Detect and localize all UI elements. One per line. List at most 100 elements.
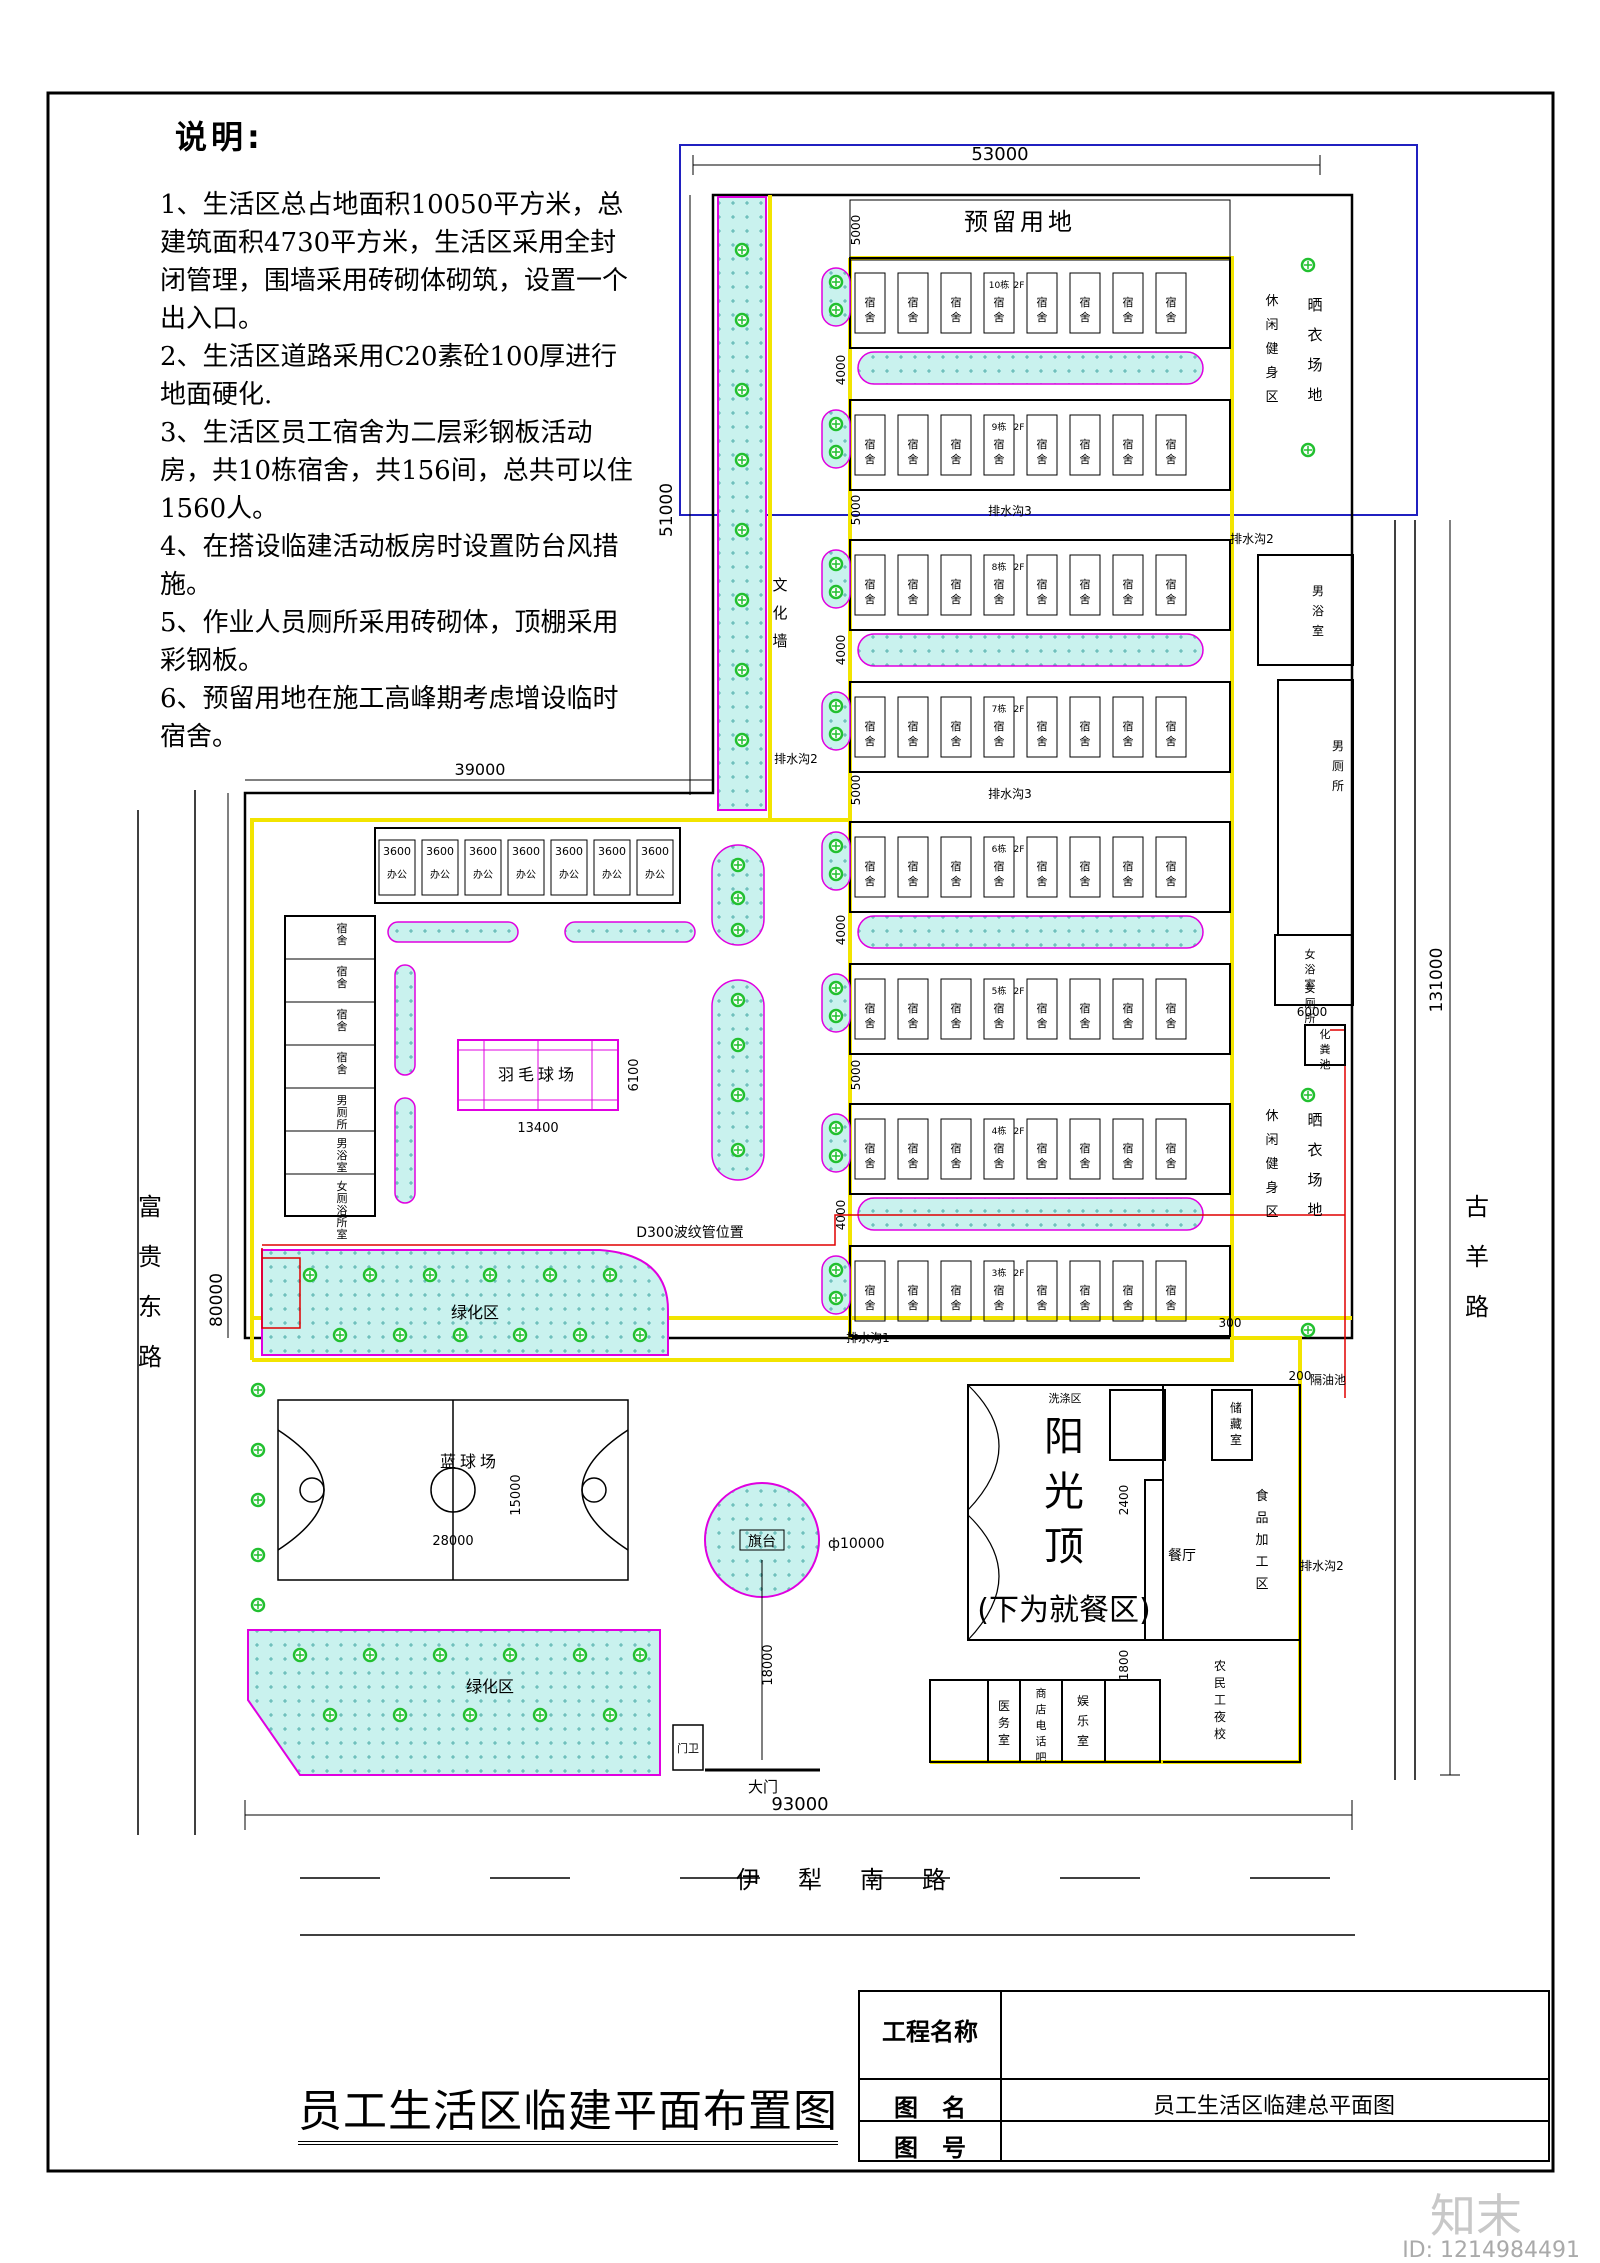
dorm-room-label: 舍 (1080, 874, 1091, 888)
dorm-room (983, 272, 1015, 334)
office-room (464, 839, 502, 896)
dorm-room-label: 宿 (865, 859, 876, 873)
dim-gap-8: 4000 (834, 1200, 848, 1231)
dorm-room (1155, 1260, 1187, 1322)
dorm-room-label: 舍 (1037, 734, 1048, 748)
dorm-room-label: 宿 (908, 1001, 919, 1015)
dorm-room-label: 宿 (1080, 719, 1091, 733)
dorm-room (1112, 696, 1144, 758)
women-toilet-label: 女厕所 (1305, 981, 1316, 1025)
dim-right: 131000 (1427, 948, 1447, 1013)
tree (828, 302, 844, 318)
dorm-room (897, 836, 929, 898)
drawing-name-label: 图 名 (894, 2094, 966, 2122)
dorm-row-label: 5栋 (992, 985, 1007, 997)
dorm-room-label: 宿 (1037, 1283, 1048, 1297)
dorm-room-label: 舍 (951, 452, 962, 466)
dorm-room-label: 舍 (1037, 310, 1048, 324)
dorm-floor-label: 2F (1014, 1127, 1025, 1137)
dorm-room-label: 舍 (865, 452, 876, 466)
dorm-room-label: 舍 (1123, 874, 1134, 888)
dorm-room-label: 宿 (1123, 1001, 1134, 1015)
dorm-room-label: 宿 (994, 1001, 1005, 1015)
drain-3b-label: 排水沟3 (988, 787, 1032, 801)
dorm-room (854, 978, 886, 1040)
vertical-labels: 文化墙休闲健身区晒衣场地休闲健身区晒衣场地储藏室食品加工区农民工夜校医务室商店电… (772, 294, 1344, 1764)
dimension-lines (227, 155, 1460, 1830)
reserved-zone-boundary (679, 144, 1418, 516)
dorm-row-label: 9栋 (992, 421, 1007, 433)
dorm-room (897, 696, 929, 758)
dorm-room (940, 978, 972, 1040)
dorm-room-label: 舍 (994, 1156, 1005, 1170)
dorm-floor-label: 2F (1014, 987, 1025, 997)
dorm-room-label: 宿 (951, 1141, 962, 1155)
dim-canteen-2400: 2400 (1117, 1485, 1131, 1516)
dorm-room (1112, 978, 1144, 1040)
dorm-room-label: 舍 (1037, 1156, 1048, 1170)
dim-basketball-h: 15000 (509, 1474, 524, 1515)
dorm-room (854, 1118, 886, 1180)
shop-label: 商店电话吧 (1036, 1686, 1047, 1764)
dorm-room-label: 舍 (994, 310, 1005, 324)
drain-2c-label: 排水沟2 (1300, 1559, 1344, 1573)
dorm-room-label: 宿 (1037, 1141, 1048, 1155)
dorm-room (854, 1260, 886, 1322)
green-lower-label: 绿化区 (466, 1677, 514, 1696)
badminton-label: 羽毛球场 (498, 1065, 578, 1084)
dorm-room (1069, 272, 1101, 334)
office-room-dim: 3600 (512, 845, 540, 858)
dim-gap-1: 5000 (849, 215, 863, 246)
dorm-room (1026, 1118, 1058, 1180)
dim-top-width: 53000 (971, 144, 1028, 165)
note-item: 4、在搭设临建活动板房时设置防台风措施。 (160, 532, 619, 600)
dim-gap-3: 5000 (849, 495, 863, 526)
dorm-room-label: 宿 (865, 437, 876, 451)
dorm-room-label: 宿 (994, 437, 1005, 451)
dorm-room (940, 414, 972, 476)
drain-2b-label: 排水沟2 (1230, 532, 1274, 546)
east-facilities (1257, 554, 1354, 1066)
office-room-label: 办公 (473, 868, 493, 881)
dorm-room-label: 宿 (951, 1001, 962, 1015)
dorm-room (940, 1118, 972, 1180)
dorm-room-label: 宿 (1166, 1283, 1177, 1297)
left-room-label: 宿舍 (337, 964, 348, 990)
note-item: 6、预留用地在施工高峰期考虑增设临时宿舍。 (160, 684, 619, 752)
watermark-logo: 知末 (1430, 2189, 1522, 2243)
dorm-room-label: 宿 (865, 1001, 876, 1015)
dorm-room-label: 宿 (1037, 1001, 1048, 1015)
dorm-room (897, 1118, 929, 1180)
dorm-room (1112, 272, 1144, 334)
dorm-room (1112, 1260, 1144, 1322)
note-item: 3、生活区员工宿舍为二层彩钢板活动房，共10栋宿舍，共156间，总共可以住156… (160, 418, 633, 524)
drying-lower-label: 晒衣场地 (1307, 1111, 1322, 1219)
tree (828, 274, 844, 290)
drain-2a-label: 排水沟2 (774, 752, 818, 766)
dorm-room (897, 1260, 929, 1322)
dorm-room (897, 272, 929, 334)
dim-left-lower: 80000 (207, 1273, 227, 1327)
dorm-room-label: 舍 (908, 1156, 919, 1170)
dim-toilet-6000: 6000 (1297, 1005, 1328, 1019)
dorm-floor-label: 2F (1014, 1269, 1025, 1279)
dorm-room-label: 舍 (908, 310, 919, 324)
office-room (507, 839, 545, 896)
dorm-room-label: 舍 (865, 592, 876, 606)
dorm-room-label: 舍 (994, 734, 1005, 748)
dorm-floor-label: 2F (1014, 423, 1025, 433)
dorm-room (1069, 554, 1101, 616)
dorm-room (1026, 272, 1058, 334)
road-south-label: 伊犁南路 (736, 1866, 984, 1894)
dorm-room (1026, 1260, 1058, 1322)
dorm-room-label: 宿 (1123, 1141, 1134, 1155)
left-room-label: 男浴室 (337, 1137, 348, 1174)
dorm-room-label: 舍 (865, 734, 876, 748)
dorm-room-label: 舍 (908, 734, 919, 748)
dorm-room-label: 宿 (1166, 577, 1177, 591)
dorm-room-label: 舍 (1037, 452, 1048, 466)
dorm-room-label: 舍 (1037, 874, 1048, 888)
dorm-room-label: 宿 (951, 859, 962, 873)
dorm-room-label: 宿 (1080, 859, 1091, 873)
